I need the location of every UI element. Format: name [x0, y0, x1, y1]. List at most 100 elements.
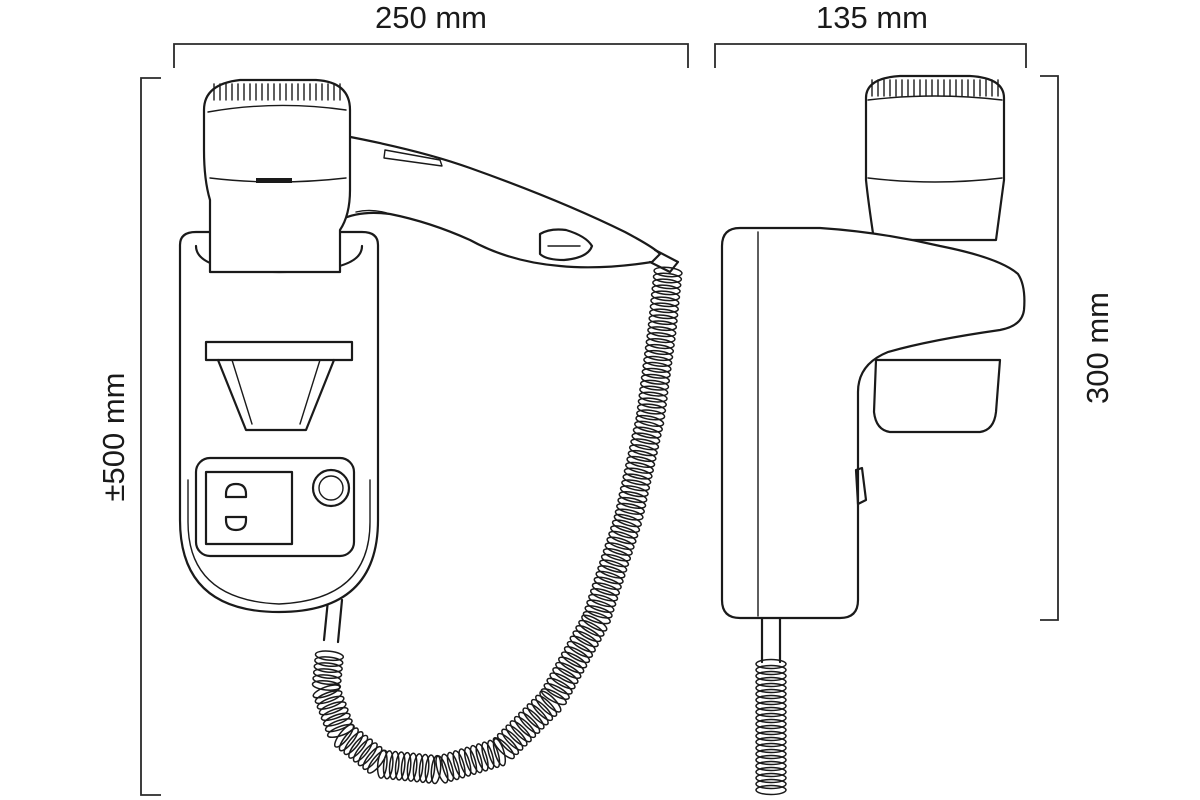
cord-coil: [412, 753, 424, 783]
cord-strain-relief: [648, 248, 680, 274]
cord-coil: [382, 750, 394, 780]
side-wall-holder: [720, 226, 1026, 620]
cord-coil: [630, 438, 660, 451]
cord-coil: [326, 723, 355, 739]
cord-coil: [486, 739, 501, 769]
cord-coil: [650, 290, 681, 302]
cord-coil: [400, 751, 412, 782]
cord-coil: [645, 338, 675, 350]
cord-coil: [636, 409, 666, 421]
cord-coil: [755, 784, 787, 796]
cord-coil: [622, 473, 652, 486]
cord-coil: [755, 748, 787, 760]
cord-coil: [613, 513, 642, 528]
cord-coil: [643, 349, 674, 362]
cord-coil: [755, 766, 787, 778]
cord-coil: [313, 662, 343, 674]
cord-coil: [646, 332, 676, 344]
cord-coil: [312, 674, 342, 686]
cord-coil: [651, 284, 681, 296]
cord-coil: [755, 664, 787, 676]
cord-coil: [357, 742, 378, 767]
side-vent-rim: [867, 95, 1003, 101]
cord-coil: [481, 741, 495, 770]
cord-coil: [348, 734, 369, 759]
cord-coil: [593, 576, 622, 591]
cord-coil: [581, 614, 608, 632]
dimension-label-135: 135 mm: [816, 0, 928, 35]
cord-coil: [430, 754, 442, 785]
cord-coil: [463, 746, 478, 776]
dimension-250: 250 mm: [173, 0, 689, 68]
cord-coil: [539, 690, 562, 713]
cord-coil: [572, 630, 599, 648]
cord-coil: [366, 749, 388, 774]
cord-coil: [549, 672, 576, 690]
cord-coil: [755, 706, 787, 718]
cord-coil: [597, 565, 626, 579]
cord-coil: [755, 676, 787, 688]
cord-coil: [575, 625, 602, 643]
socket-icon-top: [224, 482, 248, 499]
power-button[interactable]: [311, 468, 351, 508]
cord-coil: [608, 530, 637, 545]
cord-coil: [639, 385, 669, 397]
cord-coil: [362, 745, 383, 771]
cord-coil: [312, 668, 343, 680]
cord-coil: [496, 732, 520, 756]
nozzle-slot: [204, 340, 354, 432]
cord-coil: [320, 706, 349, 722]
dryer-handle: [338, 133, 662, 269]
cord-coil: [440, 753, 455, 782]
cord-coil: [418, 753, 430, 784]
cord-coil: [618, 491, 648, 504]
head-vent-rim: [207, 104, 347, 113]
cord-coil: [509, 720, 532, 743]
side-button[interactable]: [854, 466, 868, 506]
cord-coil: [637, 397, 667, 409]
cord-coil: [643, 355, 673, 367]
cord-coil: [755, 688, 787, 700]
dimension-500: ±500 mm: [96, 77, 161, 796]
cord-coil: [644, 343, 675, 356]
side-coiled-cord: [755, 658, 787, 796]
cord-coil: [755, 730, 787, 742]
cord-coil: [406, 752, 418, 782]
cord-coil: [492, 737, 507, 767]
cord-coil: [647, 326, 677, 338]
front-cord-stem: [322, 598, 344, 644]
cord-coil: [469, 744, 484, 774]
cord-coil: [642, 361, 672, 373]
cord-coil: [338, 727, 359, 752]
cord-coil: [755, 760, 787, 772]
cord-coil: [518, 711, 541, 734]
cord-coil: [631, 432, 661, 445]
side-cord-stem: [760, 616, 782, 664]
cord-coil: [653, 266, 683, 278]
cord-coil: [424, 754, 436, 784]
cord-coil: [600, 553, 630, 568]
cord-coil: [475, 743, 489, 772]
cord-coil: [599, 559, 628, 573]
holder-inner-outline: [187, 479, 371, 605]
cord-coil: [589, 588, 619, 602]
cord-coil: [650, 296, 680, 308]
handle-switch[interactable]: [538, 228, 594, 262]
cord-coil: [546, 677, 573, 695]
cord-coil: [591, 582, 621, 596]
cord-coil: [578, 619, 605, 637]
cord-coil: [352, 738, 374, 763]
cord-coil: [755, 754, 787, 766]
cord-coil: [560, 651, 588, 669]
cord-coil: [606, 536, 635, 551]
cord-coil: [616, 502, 645, 515]
cord-coil: [755, 712, 787, 724]
cord-coil: [513, 715, 537, 739]
cord-coil: [621, 479, 651, 492]
front-coiled-cord: [311, 266, 683, 785]
cord-coil: [582, 610, 611, 625]
cord-coil: [652, 278, 682, 290]
cord-coil: [648, 314, 678, 326]
cord-coil: [755, 778, 787, 790]
cord-coil: [535, 694, 558, 717]
